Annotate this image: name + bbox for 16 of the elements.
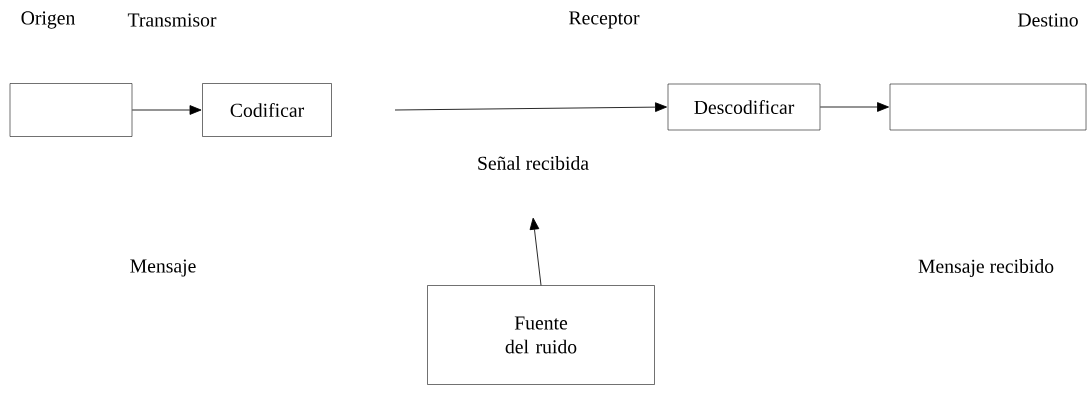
- arrow: [131, 105, 202, 115]
- empty-box: [889, 83, 1087, 131]
- label-text: Receptor: [569, 11, 640, 29]
- signal-text: Señal recibida: [478, 156, 589, 170]
- label-text: Mensaje: [130, 259, 196, 277]
- process-box: Codificar: [202, 83, 332, 137]
- arrow: [529, 217, 542, 286]
- label-text: Transmisor: [127, 13, 217, 27]
- process-box: Fuente del ruido: [427, 285, 655, 385]
- empty-box: [9, 83, 133, 137]
- process-box: Descodificar: [667, 83, 821, 131]
- label-text: Origen: [21, 11, 76, 29]
- label-text: Destino: [1017, 13, 1078, 27]
- arrow: [394, 102, 667, 112]
- arrow: [819, 102, 889, 112]
- label-text: Mensaje recibido: [918, 259, 1054, 277]
